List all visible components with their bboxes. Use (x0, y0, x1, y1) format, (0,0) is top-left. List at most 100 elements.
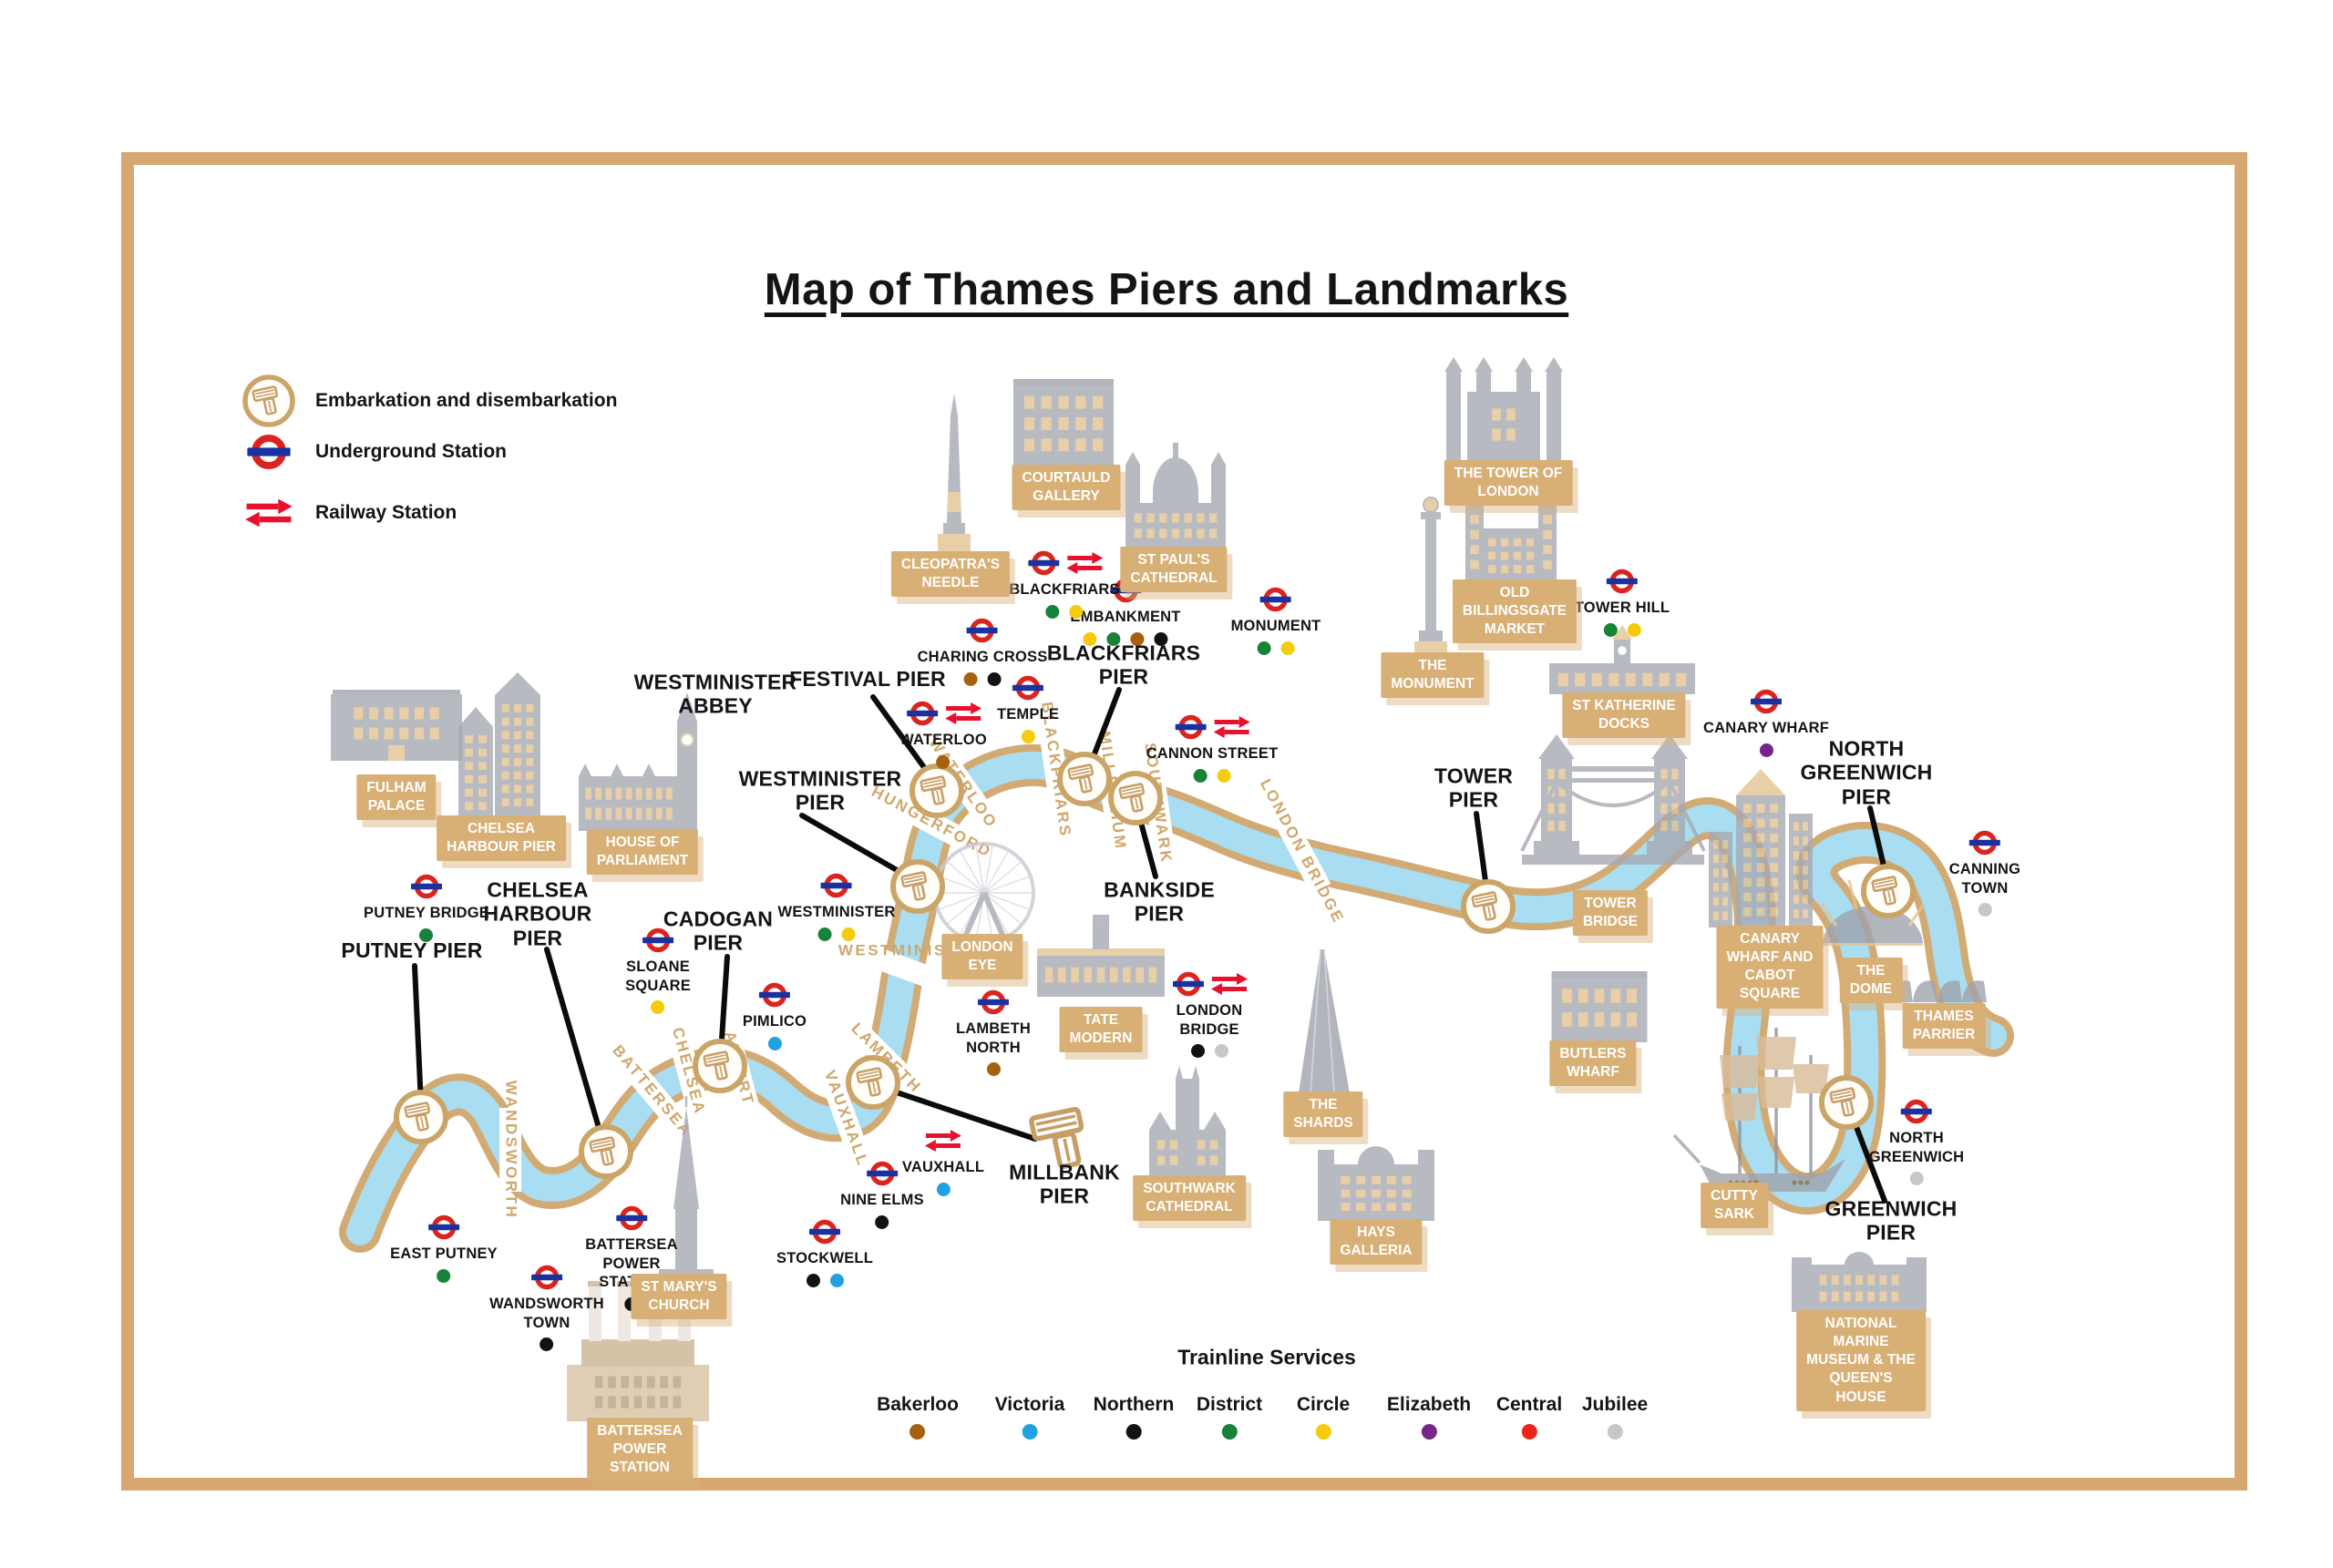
page-title: Map of Thames Piers and Landmarks (764, 265, 1569, 314)
landmark-label-southwark-cathedral: SOUTHWARK CATHEDRAL (1133, 1175, 1246, 1222)
line-dot-northern (875, 1214, 889, 1229)
underground-roundel-icon (1176, 714, 1207, 740)
line-dot-elizabeth (1759, 743, 1773, 757)
underground-roundel-icon (428, 1214, 459, 1240)
trainline-name: Northern (1093, 1394, 1175, 1415)
trainline-item-jubilee: Jubilee (1582, 1394, 1648, 1440)
landmark-label-st-katherine-docks: ST KATHERINE DOCKS (1562, 692, 1686, 739)
station-name: CHARING CROSS (917, 649, 1048, 665)
underground-roundel-icon (1606, 569, 1638, 594)
railway-icon (944, 702, 982, 724)
pier-label-westminister-pier: WESTMINISTER PIER (738, 766, 902, 815)
underground-roundel-icon (821, 873, 852, 898)
leader-festival-pier (870, 694, 936, 783)
landmark-label-chelsea-harbour: CHELSEA HARBOUR PIER (437, 815, 566, 862)
pier-label-north-greenwich-pier: NORTH GREENWICH PIER (1800, 736, 1933, 809)
pier-label-festival-pier: FESTIVAL PIER (789, 666, 946, 691)
station-name: SLOANE SQUARE (625, 958, 691, 994)
key-label-railway: Railway Station (315, 502, 457, 523)
pier-label-tower-pier: TOWER PIER (1434, 764, 1514, 812)
trainline-dot-jubilee (1607, 1424, 1623, 1440)
station-charing-cross: CHARING CROSS (918, 614, 1048, 686)
landmark-label-hays-galleria: HAYS GALLERIA (1330, 1219, 1423, 1266)
trainline-name: Victoria (994, 1394, 1065, 1415)
pier-icon (242, 374, 295, 427)
station-nine-elms: NINE ELMS (840, 1157, 924, 1229)
trainline-dot-central (1521, 1424, 1537, 1440)
trainline-dot-victoria (1022, 1424, 1038, 1440)
station-london-bridge: LONDON BRIDGE (1171, 968, 1248, 1059)
station-north-greenwich: NORTH GREENWICH (1869, 1095, 1964, 1186)
station-name: NINE ELMS (840, 1192, 924, 1208)
trainline-item-bakerloo: Bakerloo (877, 1394, 959, 1440)
trainline-item-central: Central (1496, 1394, 1562, 1440)
line-dot-jubilee (1214, 1044, 1228, 1059)
line-dot-district (437, 1268, 451, 1283)
bridge-wandsworth: WANDSWORTH (499, 1081, 521, 1219)
line-dot-northern (1154, 631, 1168, 646)
building-tower-bridge (1520, 734, 1706, 865)
station-name: EMBANKMENT (1070, 609, 1181, 625)
station-canary-wharf: CANARY WHARF (1703, 685, 1829, 757)
station-name: LAMBETH NORTH (955, 1020, 1032, 1056)
landmark-label-tower-bridge: TOWER BRIDGE (1572, 890, 1649, 937)
station-name: PUTNEY BRIDGE (364, 905, 489, 921)
landmark-label-cleopatras-needle: CLEOPATRA'S NEEDLE (890, 551, 1011, 598)
trainline-name: Elizabeth (1386, 1394, 1472, 1415)
station-name: WATERLOO (899, 732, 987, 748)
landmark-label-the-monument: THE MONUMENT (1381, 652, 1485, 699)
pier-icon-putney-pier (394, 1090, 448, 1144)
underground-roundel-icon (1901, 1099, 1932, 1124)
landmark-label-thames-parrier: THAMES PARRIER (1902, 1003, 1986, 1050)
line-dot-northern (540, 1337, 554, 1352)
building-tate-modern (1037, 915, 1165, 997)
station-monument: MONUMENT (1231, 583, 1321, 655)
pier-icon-festival-pier (910, 764, 964, 818)
line-dot-district (1603, 622, 1618, 637)
line-dot-circle (1083, 631, 1097, 646)
landmark-label-battersea-power: BATTERSEA POWER STATION (587, 1418, 693, 1482)
landmark-label-courtauld-gallery: COURTAULD GALLERY (1012, 465, 1121, 511)
underground-roundel-icon (615, 1205, 647, 1231)
line-dot-district (1257, 641, 1271, 655)
pier-label-bankside-pier: BANKSIDE PIER (1104, 877, 1215, 926)
station-name: TEMPLE (996, 706, 1060, 723)
station-name: CANNING TOWN (1948, 861, 2021, 897)
trainline-item-elizabeth: Elizabeth (1387, 1394, 1471, 1440)
line-dot-district (1193, 768, 1208, 783)
underground-roundel-icon (247, 434, 291, 470)
station-wandsworth-town: WANDSWORTH TOWN (489, 1261, 604, 1352)
landmark-label-national-marine-museum: NATIONAL MARINE MUSEUM & THE QUEEN'S HOU… (1796, 1310, 1926, 1411)
landmark-label-old-billingsgate-market: OLD BILLINGSGATE MARKET (1452, 579, 1578, 644)
pier-icon-westminister-pier (890, 859, 945, 914)
underground-roundel-icon (642, 927, 673, 953)
building-fulham-palace (331, 690, 462, 761)
underground-roundel-icon (866, 1161, 898, 1186)
trainline-dot-northern (1125, 1424, 1142, 1440)
building-old-billingsgate-market (1465, 497, 1557, 583)
pier-label-chelsea-harbour-pier: CHELSEA HARBOUR PIER (483, 877, 592, 950)
trainline-dot-district (1221, 1424, 1238, 1440)
line-dot-victoria (936, 1182, 951, 1196)
underground-roundel-icon (530, 1265, 562, 1290)
key-item-railway: Railway Station (239, 497, 457, 529)
building-house-of-parliament (579, 692, 697, 831)
landmark-label-st-marys-church: ST MARY'S CHURCH (631, 1274, 727, 1320)
station-vauxhall: VAUXHALL (902, 1124, 984, 1196)
station-sloane-square: SLOANE SQUARE (625, 924, 691, 1015)
building-southwark-cathedral (1149, 1066, 1226, 1177)
line-dot-district (419, 927, 434, 942)
station-name: LONDON BRIDGE (1176, 1002, 1243, 1038)
building-st-katherine-docks (1549, 625, 1695, 694)
station-westminister: WESTMINISTER (778, 869, 896, 941)
line-dot-bakerloo (1130, 631, 1145, 646)
pier-glyph-millbank-pier (1029, 1106, 1084, 1169)
station-name: PIMLICO (742, 1013, 807, 1030)
building-the-shards (1299, 948, 1350, 1094)
station-lambeth-north: LAMBETH NORTH (955, 986, 1032, 1077)
pier-icon-greenwich-pier (1819, 1075, 1874, 1130)
pier-icon-millbank-pier (846, 1055, 900, 1110)
line-dot-district (1106, 631, 1121, 646)
pier-icon-north-greenwich-pier (1861, 864, 1916, 918)
